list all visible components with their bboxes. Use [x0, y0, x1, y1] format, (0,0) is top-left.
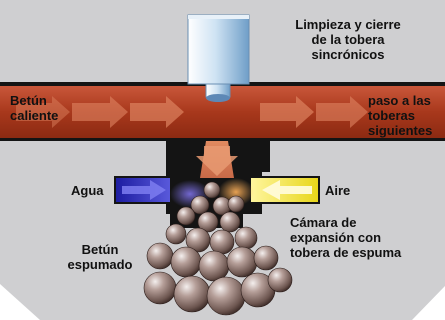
foam-bubble [173, 275, 211, 313]
air-label: Aire [325, 183, 351, 198]
air-pipe [249, 176, 320, 204]
label-line: caliente [10, 108, 59, 123]
hot-bitumen-label: Betún caliente [10, 93, 58, 123]
label-line: tobera de espuma [290, 245, 402, 260]
foam-bubble [253, 245, 279, 271]
foam-bubble [219, 211, 241, 233]
foam-bubble [146, 242, 174, 270]
foam-bubble [203, 181, 221, 199]
foam-bubble [226, 246, 258, 278]
foam-bubble [267, 267, 293, 293]
label-line: expansión con [290, 230, 382, 245]
label-line: sincrónicos [311, 47, 385, 62]
foam-bubble [206, 276, 246, 316]
foam-bubble [209, 229, 235, 255]
foam-bubble [170, 246, 202, 278]
foam-bubble [234, 226, 258, 250]
foam-bubble [227, 195, 245, 213]
label-line: espumado [67, 257, 133, 272]
foam-bubbles [143, 181, 293, 316]
flow-arrow [16, 96, 70, 128]
foam-bubble [190, 195, 210, 215]
expansion-chamber-label: Cámara de expansión con tobera de espuma [290, 215, 401, 260]
cleaning-valve [187, 14, 250, 102]
water-label: Agua [71, 183, 104, 198]
label-line: de la tobera [311, 32, 385, 47]
foam-bubble [143, 271, 177, 305]
label-line: siguientes [368, 123, 433, 138]
air-arrow [262, 180, 312, 200]
bitumen-flow-arrows [16, 96, 368, 128]
flow-arrow [316, 96, 368, 128]
foam-bubble [176, 206, 196, 226]
bitumen-stream [196, 141, 238, 178]
label-line: Betún [10, 93, 47, 108]
foamed-bitumen-label: Betún espumado [50, 242, 150, 272]
foam-bubble [198, 250, 230, 282]
label-line: paso a las [368, 93, 431, 108]
foam-bubble [165, 223, 187, 245]
label-line: Limpieza y cierre [295, 17, 401, 32]
water-arrow [122, 180, 166, 200]
water-pipe [114, 176, 172, 204]
cleaning-valve-label: Limpieza y cierre de la tobera sincrónic… [258, 17, 438, 62]
label-line: toberas [368, 108, 415, 123]
foam-bubble [197, 211, 219, 233]
flow-arrow [130, 96, 184, 128]
label-line: Cámara de [290, 215, 357, 230]
next-nozzles-label: paso a las toberas siguientes [368, 93, 432, 138]
flow-arrow [260, 96, 314, 128]
flow-arrow [72, 96, 128, 128]
label-line: Betún [81, 242, 119, 257]
